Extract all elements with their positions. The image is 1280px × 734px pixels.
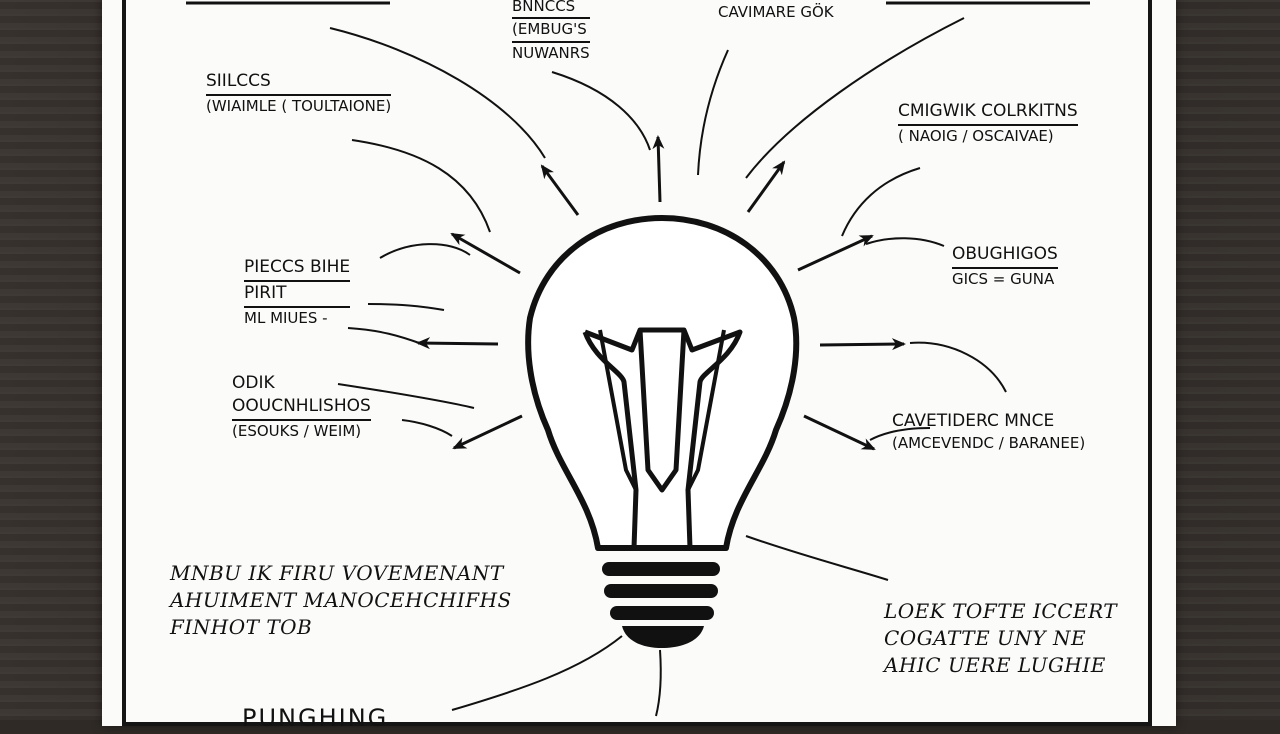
arrow-left-upper — [450, 232, 521, 275]
label-line: PUNGHING — [242, 704, 389, 732]
label-line: AHIC UERE LUGHIE — [884, 653, 1106, 677]
arrow-left-lower — [452, 414, 523, 450]
arrow-right-upper — [797, 234, 874, 272]
label-left-1: SIILCCS (WIAIMLE ( TOULTAIONE) — [206, 70, 392, 116]
label-line: PIRIT — [244, 282, 351, 308]
label-left-3: ODIK OOUCNHLISHOS (ESOUKS / WEIM) — [232, 372, 371, 441]
radiating-arrows — [416, 135, 906, 451]
label-sub: GICS = GUNA — [952, 269, 1055, 288]
arrow-up-left-upper — [540, 164, 580, 216]
label-line: MNBU IK FIRU VOVEMENANT — [170, 561, 504, 585]
label-heading: CMIGWIK COLRKITNS — [898, 100, 1078, 126]
label-right-1: CMIGWIK COLRKITNS ( NAOIG / OSCAIVAE) — [898, 100, 1078, 146]
label-sub: (WIAIMLE ( TOULTAIONE) — [206, 96, 392, 115]
label-left-2: PIECCS BIHE PIRIT ML MIUES - — [244, 256, 351, 328]
label-line: CAVETIDERC MNCE — [892, 411, 1055, 431]
arrow-up — [652, 135, 665, 203]
arrow-right-mid — [819, 338, 906, 351]
label-right-2: OBUGHIGOS GICS = GUNA — [952, 243, 1058, 289]
arrow-up-right — [746, 160, 786, 213]
connector-curves — [329, 17, 1007, 717]
label-heading: OBUGHIGOS — [952, 243, 1058, 269]
label-line: CAVIMARE GÖK — [718, 0, 834, 22]
arrow-right-lower — [803, 414, 876, 451]
label-line: AHUIMENT MANOCEHCHIFHS — [170, 588, 512, 612]
label-line: FINHOT TOB — [170, 615, 313, 639]
label-line: COGATTE UNY NE — [884, 626, 1087, 650]
lightbulb-icon — [525, 215, 800, 551]
label-bottom-center: PUNGHING — [242, 702, 388, 734]
label-bottom-left: MNBU IK FIRU VOVEMENANT AHUIMENT MANOCEH… — [170, 560, 512, 641]
label-line: OOUCNHLISHOS — [232, 395, 371, 421]
label-heading: SIILCCS — [206, 70, 392, 96]
label-line: PIECCS BIHE — [244, 256, 351, 282]
label-line: (EMBUG'S — [512, 19, 590, 43]
label-bottom-right: LOEK TOFTE ICCERT COGATTE UNY NE AHIC UE… — [884, 598, 1117, 679]
label-top-right-mid: CAVIMARE GÖK — [718, 0, 834, 22]
bulb-base-icon — [602, 562, 720, 648]
label-line: ML MIUES - — [244, 308, 328, 327]
label-line: LOEK TOFTE ICCERT — [884, 599, 1118, 623]
label-line: (ESOUKS / WEIM) — [232, 421, 362, 440]
label-sub: ( NAOIG / OSCAIVAE) — [898, 126, 1054, 145]
label-line: ODIK — [232, 373, 275, 393]
label-line: NUWANRS — [512, 43, 590, 62]
label-right-3: CAVETIDERC MNCE (AMCEVENDC / BARANEE) — [892, 410, 1085, 453]
label-line: (AMCEVENDC / BARANEE) — [892, 433, 1086, 452]
label-line: BNNCCS — [512, 0, 590, 20]
label-top-left-mid: BNNCCS (EMBUG'S NUWANRS — [512, 0, 590, 63]
arrow-left-mid — [416, 337, 499, 350]
